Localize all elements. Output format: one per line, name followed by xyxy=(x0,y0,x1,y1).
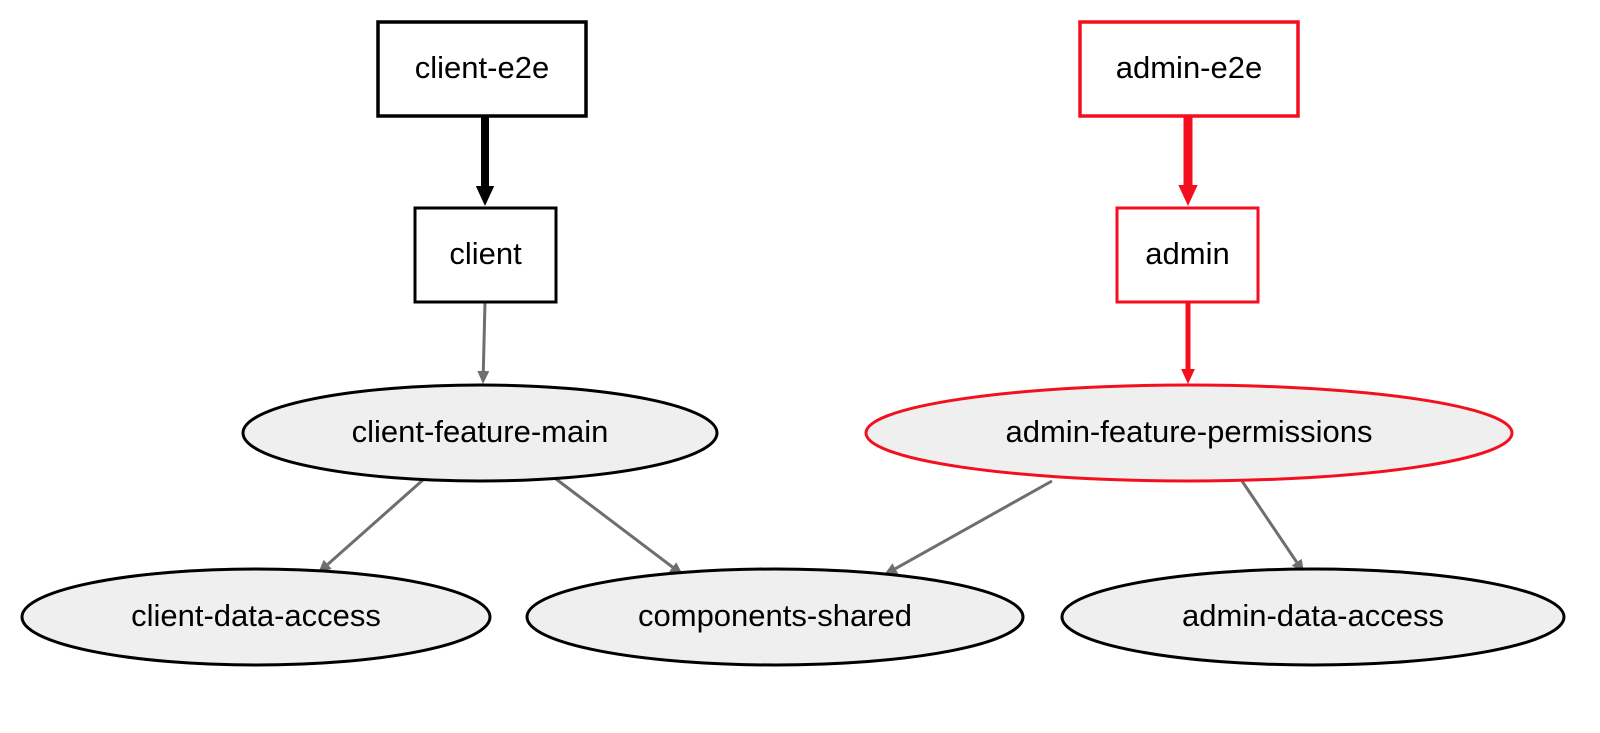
node-client-e2e[interactable]: client-e2e xyxy=(376,20,588,118)
node-admin[interactable]: admin xyxy=(1115,206,1260,304)
edge-client__client-feature-main[interactable] xyxy=(477,301,490,384)
edge-line xyxy=(326,477,425,566)
node-client-feature-main[interactable]: client-feature-main xyxy=(241,383,719,483)
node-admin-data-access[interactable]: admin-data-access xyxy=(1060,567,1566,667)
node-rect[interactable] xyxy=(1115,206,1260,304)
node-ellipse[interactable] xyxy=(1060,567,1566,667)
node-rect[interactable] xyxy=(376,20,588,118)
node-ellipse[interactable] xyxy=(20,567,492,667)
edge-client-e2e__client[interactable] xyxy=(475,117,495,206)
edge-arrowhead xyxy=(884,563,899,575)
node-ellipse[interactable] xyxy=(525,567,1025,667)
edge-client-feature-main__client-data-access[interactable] xyxy=(318,477,425,573)
node-components-shared[interactable]: components-shared xyxy=(525,567,1025,667)
edges-layer xyxy=(318,117,1304,575)
edge-arrowhead xyxy=(477,370,490,384)
edge-arrowhead xyxy=(1178,185,1198,206)
node-ellipse[interactable] xyxy=(864,383,1514,483)
edge-line xyxy=(555,477,674,569)
node-admin-e2e[interactable]: admin-e2e xyxy=(1078,20,1300,118)
edge-admin-feature-permissions__components-shared[interactable] xyxy=(884,479,1053,575)
edge-arrowhead xyxy=(475,186,495,206)
edge-line xyxy=(894,479,1053,570)
node-admin-feature-permissions[interactable]: admin-feature-permissions xyxy=(864,383,1514,483)
edge-admin-feature-permissions__admin-data-access[interactable] xyxy=(1240,480,1304,573)
edge-arrowhead xyxy=(1181,369,1195,384)
node-rect[interactable] xyxy=(413,206,558,304)
node-ellipse[interactable] xyxy=(241,383,719,483)
node-client[interactable]: client xyxy=(413,206,558,304)
edge-line xyxy=(481,301,487,372)
edge-admin-e2e__admin[interactable] xyxy=(1178,117,1198,206)
nodes-layer: client-e2e client admin-e2e admin client-fea… xyxy=(20,20,1566,667)
node-client-data-access[interactable]: client-data-access xyxy=(20,567,492,667)
node-rect[interactable] xyxy=(1078,20,1300,118)
edge-client-feature-main__components-shared[interactable] xyxy=(555,477,683,575)
edge-line xyxy=(1240,480,1298,564)
edge-admin__admin-feature-permissions[interactable] xyxy=(1181,303,1195,384)
